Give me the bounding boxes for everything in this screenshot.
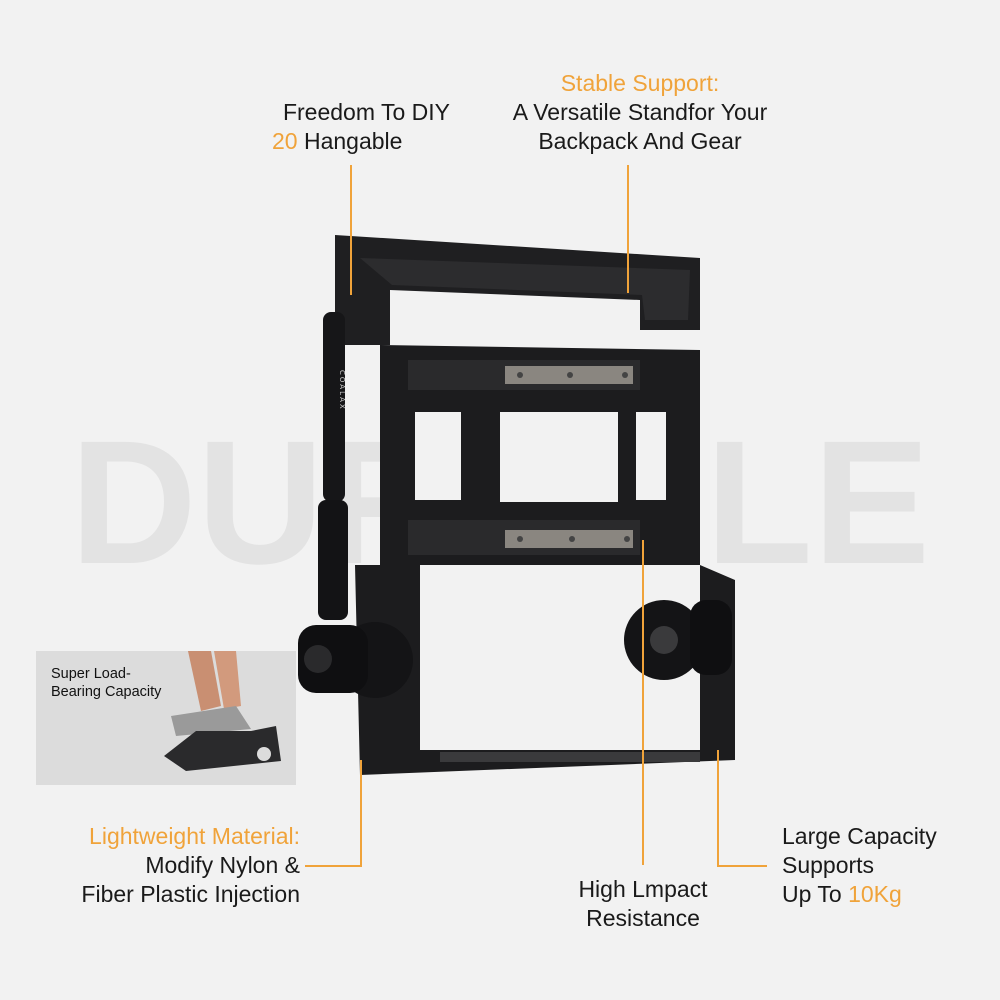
- callout-capacity: Large Capacity Supports Up To 10Kg: [782, 822, 937, 909]
- callout-line-diy: [350, 165, 352, 295]
- lightweight-title: Lightweight Material:: [89, 823, 300, 849]
- lightweight-line1: Modify Nylon &: [145, 852, 300, 878]
- callout-line-capacity: [717, 750, 719, 866]
- stable-line2: Backpack And Gear: [538, 128, 742, 154]
- callout-stable: Stable Support: A Versatile Standfor You…: [470, 69, 810, 156]
- capacity-line2: Supports: [782, 852, 875, 878]
- stepping-feet-image: [164, 651, 281, 771]
- diy-line2: 20 Hangable: [250, 127, 450, 156]
- callout-line-lightweight: [360, 760, 362, 866]
- callout-line-lightweight-h: [305, 865, 362, 867]
- callout-diy: Freedom To DIY 20 Hangable: [250, 98, 450, 156]
- impact-line1: High Lmpact: [578, 876, 708, 902]
- lightweight-line2: Fiber Plastic Injection: [81, 881, 300, 907]
- callout-line-capacity-h: [717, 865, 767, 867]
- capacity-value: 10Kg: [848, 881, 902, 907]
- callout-impact: High Lmpact Resistance: [543, 875, 743, 933]
- capacity-line3: Up To 10Kg: [782, 880, 937, 909]
- callout-lightweight: Lightweight Material: Modify Nylon & Fib…: [20, 822, 300, 909]
- callout-line-stable: [627, 165, 629, 293]
- inset-caption-line1: Super Load-: [51, 666, 131, 682]
- diy-line2-rest: Hangable: [297, 128, 403, 154]
- impact-line2: Resistance: [586, 905, 700, 931]
- inset-caption: Super Load- Bearing Capacity: [51, 665, 161, 701]
- diy-number: 20: [272, 128, 298, 154]
- callout-line-impact: [642, 540, 644, 865]
- diy-line1: Freedom To DIY: [282, 99, 450, 125]
- brand-logo: COALAX: [338, 370, 346, 411]
- stable-line1: A Versatile Standfor Your: [512, 99, 768, 125]
- stable-title: Stable Support:: [560, 70, 720, 96]
- capacity-line1: Large Capacity: [782, 823, 937, 849]
- inset-caption-line2: Bearing Capacity: [51, 684, 162, 700]
- capacity-pre: Up To: [782, 881, 849, 907]
- load-bearing-inset: Super Load- Bearing Capacity: [36, 651, 296, 785]
